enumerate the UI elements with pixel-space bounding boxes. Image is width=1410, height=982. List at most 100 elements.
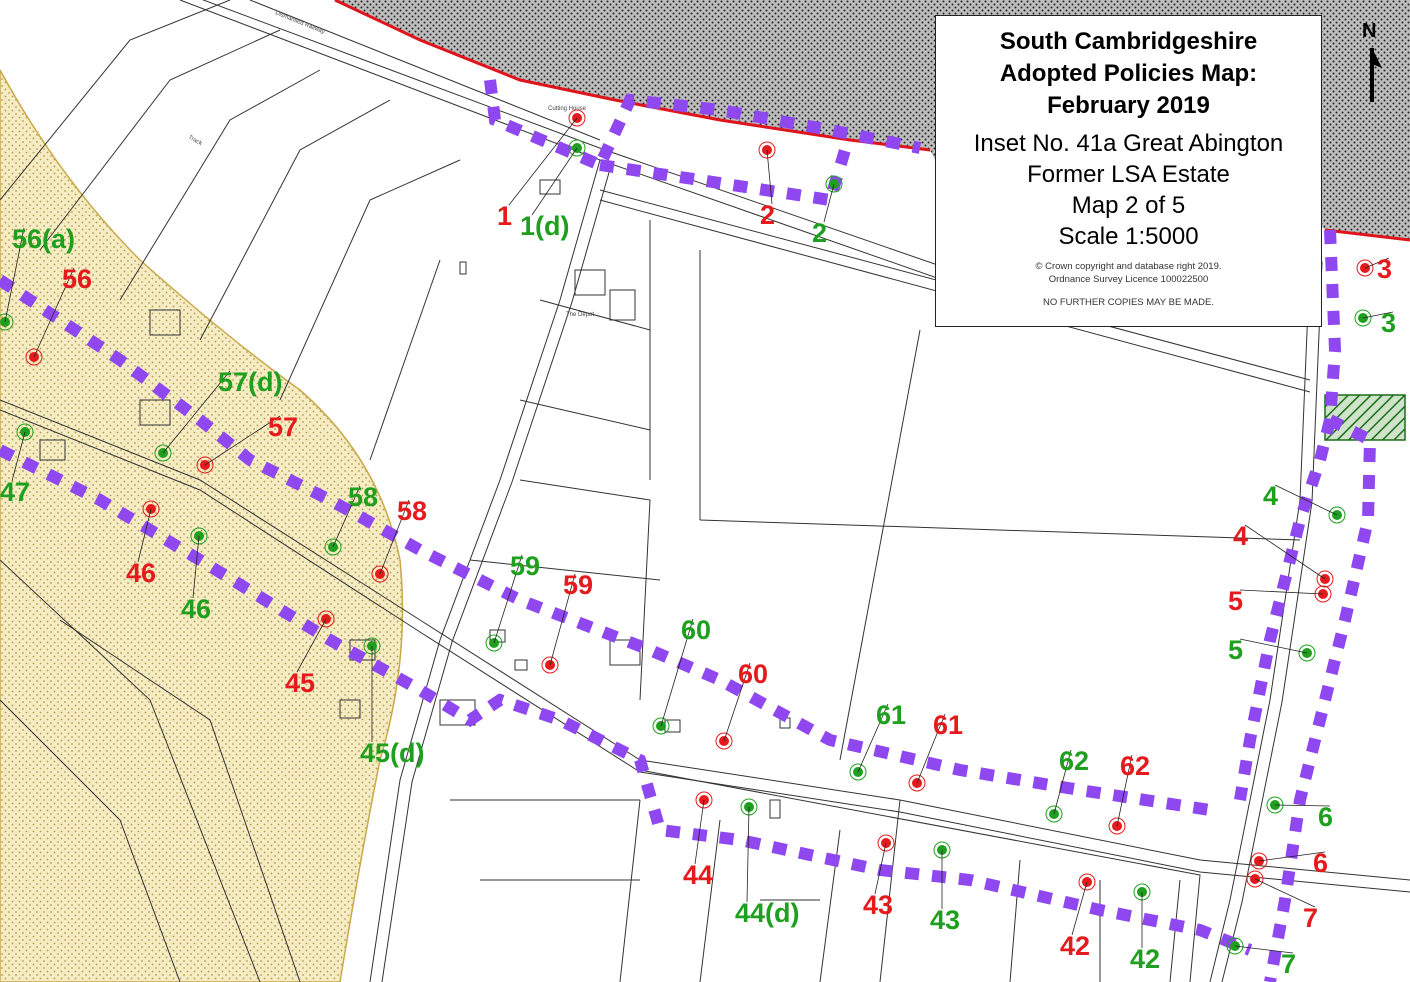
marker-leader-line (766, 149, 773, 205)
site-label-red: 43 (863, 890, 893, 920)
site-label-red: 7 (1303, 903, 1318, 933)
purple-boundary (0, 79, 1377, 982)
marker-leader-line (204, 415, 281, 466)
copy-notice: NO FURTHER COPIES MAY BE MADE. (1042, 297, 1215, 308)
yellow-dotted-area (0, 69, 404, 982)
marker-leader-line (508, 117, 578, 206)
railway-label: Dismantled Railway (274, 10, 325, 35)
marker-ring (1354, 309, 1372, 327)
site-label-red: 6 (1313, 848, 1328, 878)
marker-ring (0, 313, 14, 331)
marker-ring (825, 175, 843, 193)
marker-leader-line (1239, 638, 1308, 654)
copyright-line1: © Crown copyright and database right 201… (1035, 261, 1222, 272)
title-box: South Cambridgeshire Adopted Policies Ma… (935, 15, 1322, 327)
site-label-red: 45 (285, 668, 315, 698)
site-label-red: 61 (933, 710, 963, 740)
marker-ring (877, 834, 895, 852)
site-label-green: 42 (1130, 944, 1160, 974)
marker-leader-line (1071, 881, 1088, 936)
marker-leader-line (874, 842, 887, 895)
marker-leader-line (857, 703, 889, 773)
marker-ring (1316, 570, 1334, 588)
site-label-green: 45(d) (360, 738, 425, 768)
map-title-line2: Adopted Policies Map: (999, 60, 1258, 87)
north-arrow-icon (1370, 48, 1382, 102)
marker-ring (485, 634, 503, 652)
marker-leader-line (694, 799, 705, 865)
site-label-red: 57 (268, 412, 298, 442)
marker-ring (190, 527, 208, 545)
marker-ring (1226, 937, 1244, 955)
marker-ring (1328, 506, 1346, 524)
marker-ring (324, 538, 342, 556)
site-label-red: 3 (1377, 254, 1392, 284)
north-label: N (1362, 20, 1377, 42)
site-label-red: 62 (1120, 751, 1150, 781)
marker-ring (196, 456, 214, 474)
marker-leader-line (162, 370, 231, 454)
marker-ring (317, 610, 335, 628)
site-label-green: 61 (876, 700, 906, 730)
site-label-green: 43 (930, 905, 960, 935)
marker-ring (568, 109, 586, 127)
marker-leader-line (746, 806, 750, 903)
map-scale: Scale 1:5000 (1058, 223, 1199, 250)
marker-leader-line (1274, 484, 1338, 516)
marker-ring (1250, 852, 1268, 870)
map-number: Map 2 of 5 (1071, 192, 1186, 219)
site-label-red: 46 (126, 558, 156, 588)
depot-label: The Depot (566, 312, 594, 318)
marker-leader-line (660, 618, 694, 727)
marker-ring (695, 791, 713, 809)
marker-leader-line (823, 183, 835, 223)
marker-ring (758, 141, 776, 159)
marker-ring (16, 423, 34, 441)
marker-ring (908, 774, 926, 792)
marker-ring (1108, 817, 1126, 835)
site-label-red: 1 (497, 201, 512, 231)
red-boundary-line-right (1324, 228, 1410, 242)
inset-name: Inset No. 41a Great Abington (973, 130, 1284, 157)
marker-ring (541, 656, 559, 674)
marker-leader-line (1053, 749, 1072, 815)
marker-leader-line (549, 573, 576, 666)
site-label-red: 4 (1233, 521, 1248, 551)
marker-leader-line (723, 662, 751, 742)
copyright-line2: Ordnance Survey Licence 100022500 (1048, 274, 1209, 285)
site-label-green: 5 (1228, 635, 1243, 665)
marker-ring (652, 717, 670, 735)
site-label-green: 56(a) (12, 224, 75, 254)
marker-leader-line (916, 713, 946, 784)
marker-ring (371, 565, 389, 583)
site-label-red: 60 (738, 659, 768, 689)
cutting-house-label: Cutting House (548, 106, 587, 112)
site-label-red: 56 (62, 264, 92, 294)
red-boundary-line (334, 0, 931, 152)
map-title-line1: South Cambridgeshire (999, 28, 1258, 55)
marker-leader-line (1254, 878, 1316, 908)
site-label-green: 57(d) (218, 367, 283, 397)
marker-ring (1298, 644, 1316, 662)
site-label-red: 42 (1060, 931, 1090, 961)
marker-leader-line (332, 485, 361, 548)
site-label-green: 7 (1281, 949, 1296, 979)
marker-leader-line (1116, 754, 1133, 827)
site-label-green: 47 (0, 477, 30, 507)
marker-ring (568, 139, 586, 157)
site-label-green: 6 (1318, 802, 1333, 832)
marker-leader-line (1362, 311, 1394, 319)
estate-name: Former LSA Estate (1027, 161, 1230, 188)
site-label-red: 44 (683, 860, 713, 890)
marker-leader-line (137, 508, 152, 563)
site-label-red: 2 (760, 200, 775, 230)
marker-leader-line (4, 227, 25, 323)
marker-ring (25, 348, 43, 366)
site-label-green: 3 (1381, 308, 1396, 338)
site-label-green: 4 (1263, 481, 1278, 511)
marker-leader-line (1239, 589, 1324, 595)
marker-leader-line (1274, 804, 1331, 807)
marker-leader-line (1234, 945, 1294, 954)
marker-leader-line (33, 267, 75, 358)
